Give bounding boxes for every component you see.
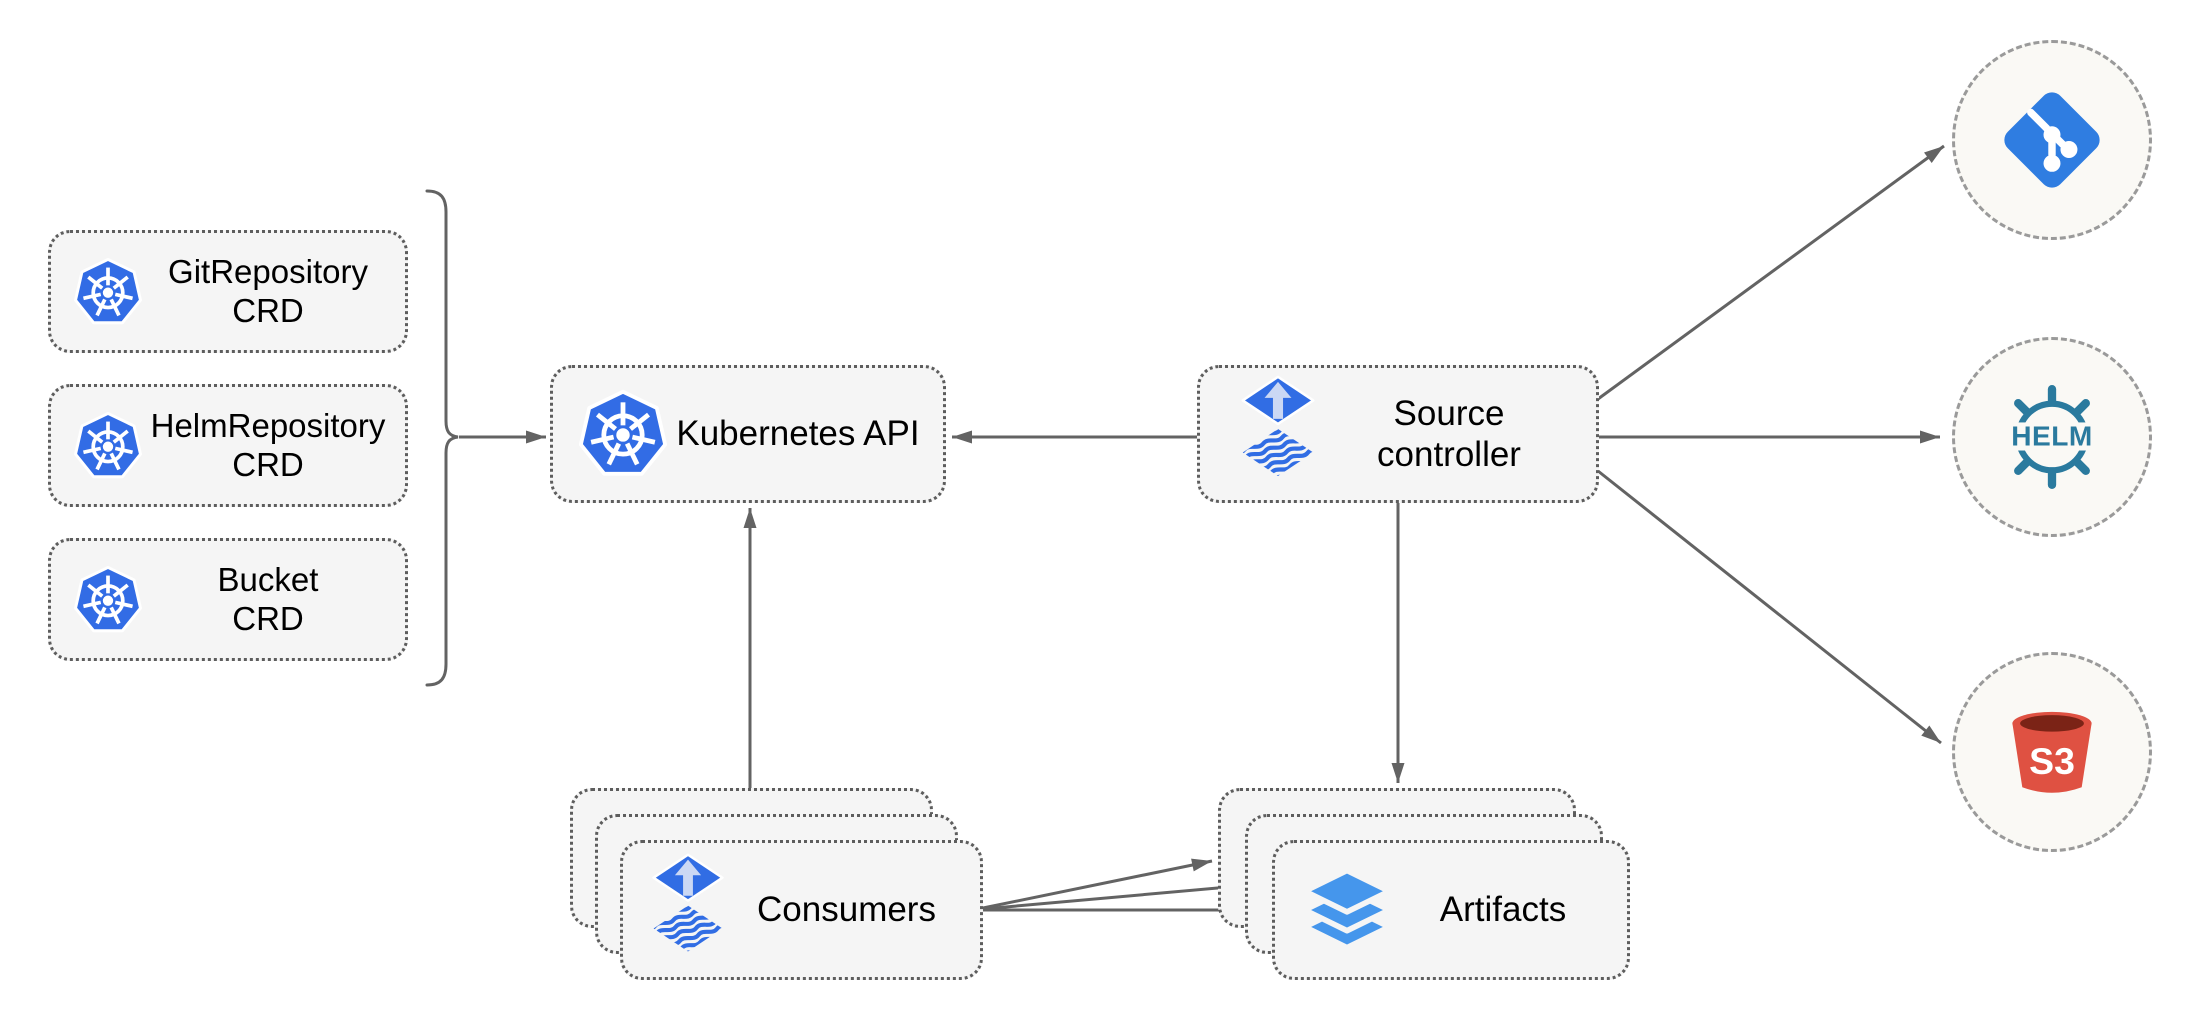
node-gitrepository-crd: GitRepository CRD	[48, 230, 408, 353]
external-source-s3: S3	[1952, 652, 2152, 852]
flux-icon	[647, 853, 729, 968]
node-source-controller: Source controller	[1197, 365, 1599, 503]
node-label: Artifacts	[1439, 890, 1567, 930]
node-helmrepository-crd: HelmRepository CRD	[48, 384, 408, 507]
node-label-line1: Source	[1393, 393, 1505, 433]
node-label-line1: HelmRepository	[150, 406, 386, 444]
s3-logo-text: S3	[2029, 740, 2075, 782]
arrow-consumers-to-artifacts-middle	[982, 881, 1241, 911]
node-label: GitRepository CRD	[145, 253, 391, 331]
node-label: HelmRepository CRD	[145, 407, 391, 485]
node-label: Bucket CRD	[145, 561, 391, 639]
node-label-line1: GitRepository	[168, 252, 368, 290]
crd-group-bracket	[425, 189, 459, 687]
kubernetes-icon	[575, 386, 671, 482]
node-label: Kubernetes API	[676, 414, 920, 454]
kubernetes-icon	[73, 411, 143, 479]
node-label-line2: CRD	[232, 599, 304, 637]
helm-icon: HELM	[2002, 385, 2102, 489]
kubernetes-icon	[73, 565, 143, 633]
external-source-helm: HELM	[1952, 337, 2152, 537]
node-bucket-crd: Bucket CRD	[48, 538, 408, 661]
node-label-line2: controller	[1377, 435, 1521, 474]
arrow-consumers-to-artifacts-back	[982, 858, 1213, 910]
node-kubernetes-api: Kubernetes API	[550, 365, 946, 503]
node-label: Source controller	[1320, 393, 1578, 476]
node-consumers: Consumers	[620, 840, 983, 980]
git-icon	[2004, 92, 2100, 188]
flux-icon	[1236, 375, 1320, 493]
arrow-source-to-git	[1597, 144, 1945, 401]
external-source-git	[1952, 40, 2152, 240]
layers-icon	[1301, 867, 1393, 951]
kubernetes-icon	[73, 257, 143, 325]
node-label-line2: CRD	[232, 291, 304, 329]
node-label-line1: Bucket	[217, 560, 319, 598]
s3-icon: S3	[2012, 711, 2092, 793]
arrow-source-to-s3	[1597, 469, 1942, 745]
node-label-line2: CRD	[232, 445, 304, 483]
helm-logo-text: HELM	[2011, 420, 2093, 451]
node-label: Consumers	[757, 890, 936, 930]
node-artifacts: Artifacts	[1272, 840, 1630, 980]
